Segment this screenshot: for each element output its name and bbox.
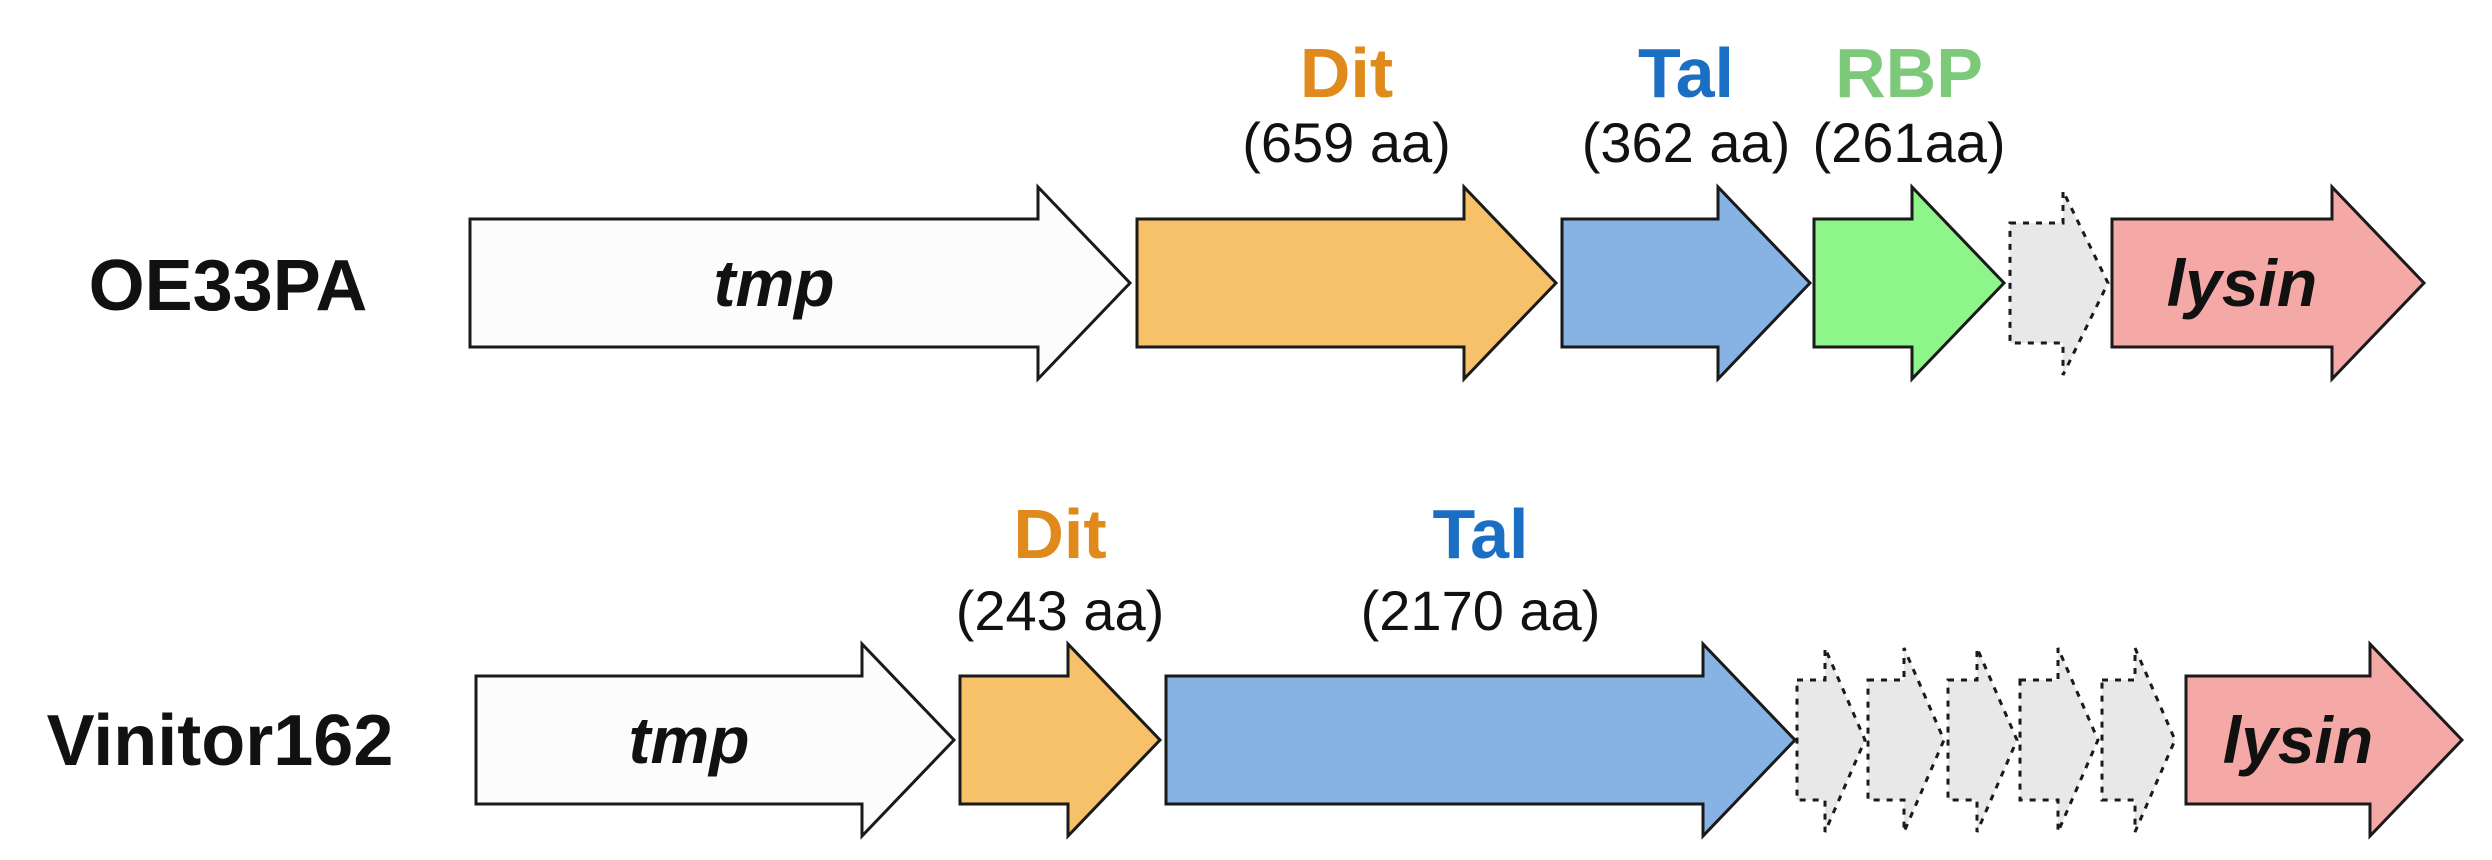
gene-arrow-tal	[1560, 183, 1813, 383]
genome-label: Vinitor162	[47, 701, 394, 781]
gene-arrow-tmp	[474, 640, 957, 840]
genome-label: OE33PA	[89, 246, 368, 326]
gene-arrow-tal	[1164, 640, 1798, 840]
gene-label-tmp: tmp	[714, 246, 835, 320]
gene-arrow-hyp-4	[2018, 647, 2100, 833]
gene-arrow-rbp	[1812, 183, 2007, 383]
gene-arrow-dit	[1135, 183, 1559, 383]
gene-name-tal: Tal	[1638, 34, 1734, 112]
gene-name-dit: Dit	[1300, 34, 1393, 112]
gene-size-tal: (2170 aa)	[1361, 579, 1601, 642]
gene-arrow-lysin	[2110, 183, 2427, 383]
gene-arrow-hyp-3	[1946, 647, 2019, 833]
genome-row-vinitor162: Vinitor162 tmp Dit(243 aa) Tal(2170 aa) lysi…	[47, 495, 2465, 840]
gene-size-dit: (243 aa)	[956, 579, 1165, 642]
gene-name-dit: Dit	[1013, 495, 1106, 573]
gene-size-rbp: (261aa)	[1812, 111, 2005, 174]
gene-arrow-hyp-5	[2100, 647, 2177, 833]
gene-label-tmp: tmp	[629, 703, 750, 777]
genome-row-oe33pa: OE33PA tmp Dit(659 aa) Tal(362 aa) RBP(261aa…	[89, 34, 2427, 383]
gene-name-rbp: RBP	[1835, 34, 1983, 112]
gene-arrow-dit	[958, 640, 1163, 840]
gene-arrow-hyp-2	[1866, 647, 1946, 833]
gene-arrow-tmp	[468, 183, 1133, 383]
gene-arrow-hyp-1	[1795, 647, 1867, 833]
gene-arrow-hyp-1	[2008, 190, 2110, 376]
gene-arrow-lysin	[2184, 640, 2465, 840]
gene-size-dit: (659 aa)	[1242, 111, 1451, 174]
gene-label-lysin: lysin	[2223, 703, 2373, 777]
gene-name-tal: Tal	[1433, 495, 1529, 573]
gene-size-tal: (362 aa)	[1582, 111, 1791, 174]
gene-label-lysin: lysin	[2167, 246, 2317, 320]
